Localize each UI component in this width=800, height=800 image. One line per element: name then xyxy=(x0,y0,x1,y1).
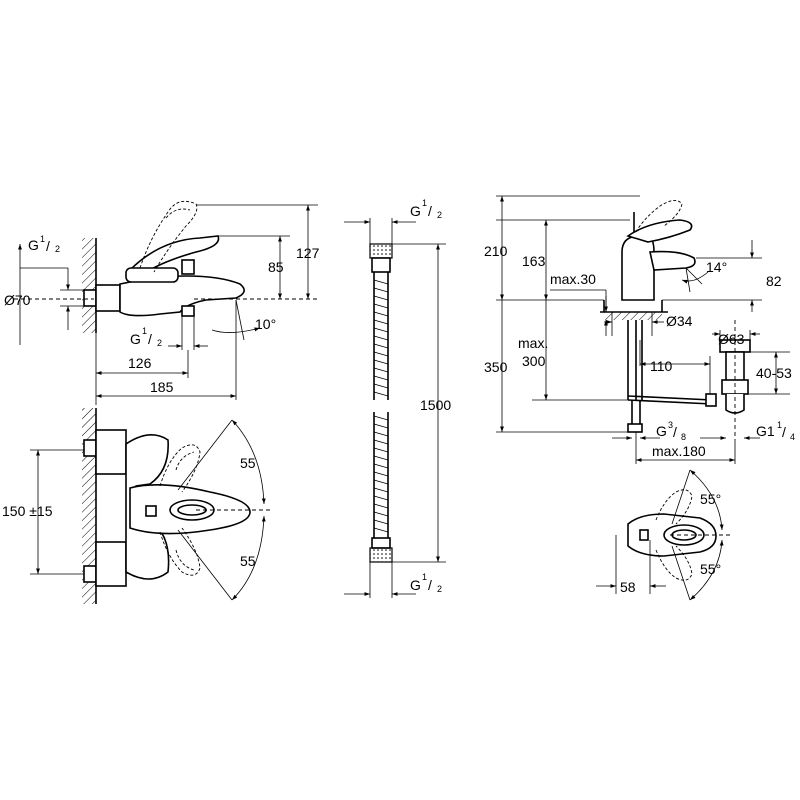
wall-hatch-front xyxy=(82,408,96,604)
lever-open-position xyxy=(139,200,198,273)
svg-text:/: / xyxy=(673,424,677,440)
svg-text:/: / xyxy=(782,424,786,440)
max-300-b: 300 xyxy=(522,353,546,369)
basin-rotation-top: 55° xyxy=(700,491,721,507)
spout-g-thread: G xyxy=(130,331,141,347)
diameter-34: Ø34 xyxy=(666,313,693,329)
shower-hose: G 1 / 2 1500 G 1 / 2 xyxy=(344,198,451,598)
eccentric-fitting xyxy=(83,289,97,307)
max-300-a: max. xyxy=(518,335,548,351)
svg-text:/: / xyxy=(148,331,152,347)
svg-text:/: / xyxy=(428,577,432,593)
range-40-53: 40-53 xyxy=(756,365,792,381)
bath-g-thread: G xyxy=(28,237,39,253)
rotation-top-55: 55 xyxy=(240,455,256,471)
height-163: 163 xyxy=(522,253,546,269)
svg-text:1: 1 xyxy=(142,326,147,336)
wall-hatch xyxy=(82,238,96,333)
upper-connection xyxy=(95,429,127,475)
diameter-63: Ø63 xyxy=(718,331,745,347)
basin-lever xyxy=(626,219,693,243)
cartridge-cap xyxy=(125,267,179,283)
svg-text:1: 1 xyxy=(40,234,45,244)
svg-text:2: 2 xyxy=(437,210,442,220)
diverter-knob xyxy=(181,259,195,275)
svg-text:8: 8 xyxy=(681,432,686,442)
basin-rotation-bottom: 55° xyxy=(700,561,721,577)
svg-text:1: 1 xyxy=(422,572,427,582)
svg-text:2: 2 xyxy=(157,338,162,348)
width-185: 185 xyxy=(150,379,174,395)
angle-10: 10° xyxy=(255,316,276,332)
height-210: 210 xyxy=(484,243,508,259)
hose-top-nut xyxy=(369,243,393,259)
angle-14: 14° xyxy=(706,259,727,275)
lever-handle xyxy=(128,235,220,277)
bath-diameter: Ø70 xyxy=(4,292,31,308)
rotation-bottom-55: 55 xyxy=(240,553,256,569)
width-58: 58 xyxy=(620,579,636,595)
spacing-150: 150 ±15 xyxy=(2,503,53,519)
spout-outlet xyxy=(181,305,195,317)
hose-length: 1500 xyxy=(420,397,451,413)
bath-mixer-front-view: 55 55 150 ±15 xyxy=(2,408,272,604)
height-82: 82 xyxy=(766,273,782,289)
mixer-body xyxy=(119,275,245,317)
svg-text:2: 2 xyxy=(55,244,60,254)
g-3-8: G xyxy=(656,423,667,439)
basin-body xyxy=(621,235,655,301)
basin-mixer-side-view: 210 163 350 max. 300 max.30 14° 82 Ø34 xyxy=(484,195,795,464)
svg-text:4: 4 xyxy=(790,432,795,442)
wall-flange xyxy=(95,284,121,312)
svg-text:3: 3 xyxy=(668,420,673,430)
height-350: 350 xyxy=(484,359,508,375)
width-110: 110 xyxy=(650,358,673,374)
svg-text:1: 1 xyxy=(777,420,782,430)
svg-text:1: 1 xyxy=(422,198,427,208)
svg-text:2: 2 xyxy=(437,584,442,594)
hose-bottom-g: G xyxy=(410,577,421,593)
lower-connection xyxy=(95,541,127,587)
max-30: max.30 xyxy=(550,271,596,287)
svg-text:/: / xyxy=(46,238,50,254)
hose-top-g: G xyxy=(410,203,421,219)
g-1-1-4: G1 xyxy=(756,423,775,439)
max-180: max.180 xyxy=(652,443,706,459)
basin-mixer-top-view: 55° 55° 58 xyxy=(596,469,730,601)
height-85: 85 xyxy=(268,259,284,275)
width-126: 126 xyxy=(128,355,152,371)
height-127: 127 xyxy=(296,245,320,261)
basin-spout xyxy=(649,250,696,271)
svg-text:/: / xyxy=(428,203,432,219)
bath-mixer-side-view: G 1 / 2 Ø70 127 85 10° G 1 / 2 126 185 xyxy=(4,200,320,405)
hose-bottom-nut xyxy=(369,547,393,563)
